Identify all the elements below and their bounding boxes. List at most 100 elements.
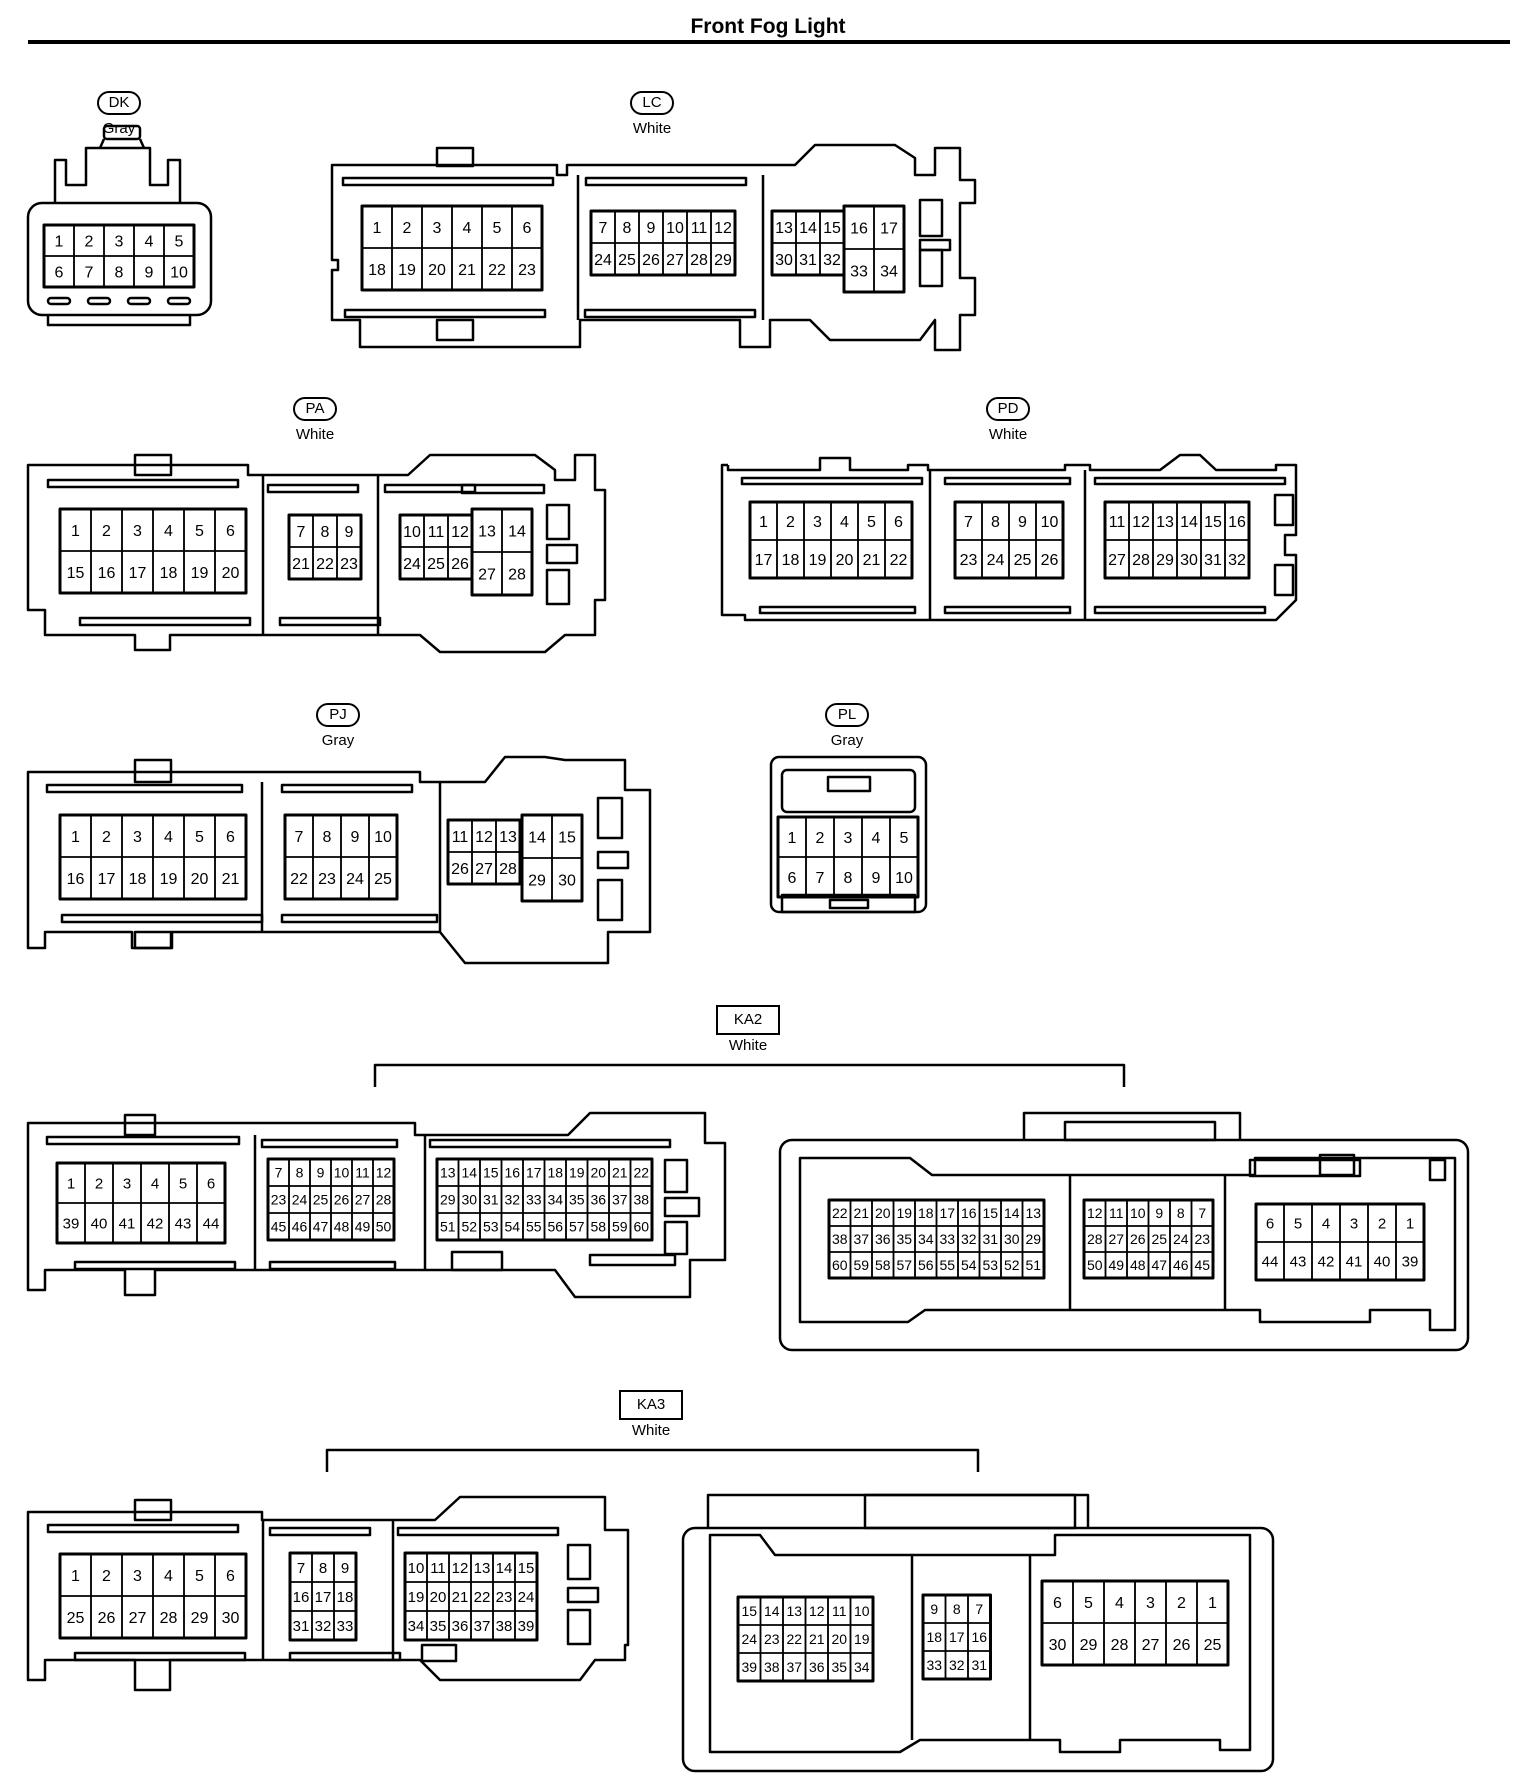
pin-number: 25	[67, 1610, 85, 1627]
pin-number: 3	[133, 1568, 142, 1585]
connector-color-pl: Gray	[830, 732, 864, 749]
pin-number: 23	[1194, 1231, 1210, 1247]
pin-number: 10	[403, 524, 421, 541]
pin-number: 41	[1346, 1253, 1363, 1270]
pin-number: 8	[115, 264, 124, 281]
pin-number: 30	[1180, 552, 1198, 569]
pin-number: 2	[786, 514, 795, 531]
pin-number: 7	[964, 514, 973, 531]
pin-number: 52	[461, 1219, 477, 1235]
pin-number: 10	[374, 829, 392, 846]
page-title: Front Fog Light	[690, 15, 846, 38]
pin-number: 10	[895, 870, 913, 887]
pin-number: 23	[271, 1192, 287, 1208]
pin-number: 12	[1087, 1205, 1103, 1221]
pin-number: 28	[376, 1192, 392, 1208]
pin-number: 23	[960, 552, 978, 569]
pin-number: 31	[1204, 552, 1222, 569]
pin-cell	[336, 546, 362, 580]
pin-number: 11	[691, 220, 708, 237]
pin-number: 16	[961, 1205, 977, 1221]
pin-number: 13	[499, 829, 517, 846]
pin-number: 46	[292, 1219, 308, 1235]
pin-number: 4	[145, 233, 154, 250]
pin-number: 35	[831, 1659, 847, 1675]
pin-number: 57	[569, 1219, 585, 1235]
pin-number: 38	[764, 1659, 780, 1675]
pin-cell	[1224, 539, 1250, 579]
pin-number: 18	[547, 1165, 563, 1181]
connector-code-ka2: KA2	[716, 1005, 780, 1035]
connector-code-pj: PJ	[316, 703, 360, 727]
pin-number: 30	[558, 872, 576, 889]
pin-number: 14	[508, 523, 526, 540]
pin-number: 18	[160, 565, 178, 582]
pin-number: 13	[786, 1603, 802, 1619]
pin-number: 39	[1402, 1253, 1419, 1270]
pin-number: 5	[1294, 1215, 1302, 1232]
pin-number: 34	[547, 1192, 563, 1208]
pin-number: 6	[55, 264, 64, 281]
pin-number: 42	[1318, 1253, 1335, 1270]
pin-number: 48	[334, 1219, 350, 1235]
pin-number: 58	[590, 1219, 606, 1235]
pin-number: 4	[1322, 1215, 1330, 1232]
pin-number: 5	[195, 523, 204, 540]
pin-number: 7	[297, 524, 306, 541]
pin-number: 21	[853, 1205, 869, 1221]
pin-number: 2	[1378, 1215, 1386, 1232]
pin-number: 45	[271, 1219, 287, 1235]
pin-number: 19	[398, 262, 416, 279]
connector-code-pd: PD	[986, 397, 1030, 421]
pin-number: 28	[1111, 1637, 1129, 1654]
pin-cell	[967, 1650, 992, 1680]
connector-pa-housing	[26, 453, 607, 654]
pin-number: 4	[164, 829, 173, 846]
pin-number: 3	[433, 220, 442, 237]
pin-number: 58	[875, 1257, 891, 1273]
pin-number: 57	[896, 1257, 912, 1273]
pin-cell	[1190, 1251, 1214, 1279]
pin-number: 17	[315, 1589, 332, 1606]
pin-number: 26	[334, 1192, 350, 1208]
pin-number: 29	[1080, 1637, 1098, 1654]
pin-number: 44	[1262, 1253, 1279, 1270]
pin-number: 17	[949, 1629, 965, 1645]
pin-number: 13	[478, 523, 496, 540]
pin-number: 17	[939, 1205, 955, 1221]
pin-number: 22	[316, 556, 334, 573]
connector-color-lc: White	[632, 120, 672, 137]
pin-number: 20	[428, 262, 446, 279]
pin-number: 14	[496, 1560, 513, 1577]
pin-number: 9	[345, 524, 354, 541]
pin-number: 15	[518, 1560, 535, 1577]
pin-number: 17	[880, 220, 898, 237]
connector-ka3-right-housing	[681, 1493, 1275, 1773]
connector-color-ka3: White	[631, 1422, 671, 1439]
pin-number: 32	[315, 1618, 332, 1635]
pin-number: 5	[900, 830, 909, 847]
pin-number: 27	[1108, 552, 1126, 569]
pin-number: 24	[594, 252, 612, 269]
pin-number: 9	[1155, 1205, 1163, 1221]
pin-number: 26	[1173, 1637, 1191, 1654]
pin-number: 4	[872, 830, 881, 847]
connector-ka2-right-housing	[778, 1111, 1470, 1352]
pin-number: 23	[318, 871, 336, 888]
pin-number: 4	[840, 514, 849, 531]
pin-number: 3	[844, 830, 853, 847]
pin-number: 17	[129, 565, 147, 582]
pin-number: 20	[430, 1589, 447, 1606]
pin-number: 16	[850, 220, 868, 237]
pin-number: 28	[1132, 552, 1150, 569]
pin-number: 10	[170, 264, 188, 281]
pin-number: 60	[633, 1219, 649, 1235]
pin-cell	[551, 857, 583, 902]
pin-number: 34	[408, 1618, 425, 1635]
pin-number: 52	[1004, 1257, 1020, 1273]
pin-number: 56	[547, 1219, 563, 1235]
pin-number: 23	[340, 556, 358, 573]
pin-number: 9	[647, 220, 656, 237]
